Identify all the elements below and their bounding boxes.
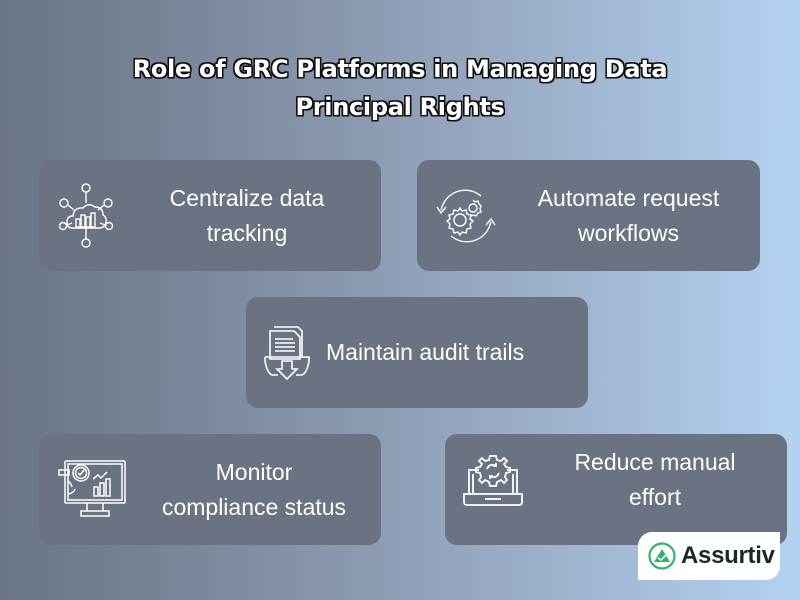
card-maintain-audit-trails: Maintain audit trails (246, 297, 588, 408)
title-line-2: Principal Rights (295, 93, 505, 121)
brand-name: Assurtiv (681, 542, 775, 569)
card-label: Centralize data tracking (113, 181, 381, 251)
document-download-icon (264, 323, 314, 383)
label-line-2: compliance status (161, 493, 347, 520)
title-line-1: Role of GRC Platforms in Managing Data (132, 55, 668, 83)
label-line-2: effort (629, 483, 681, 510)
label-line-1: Maintain audit trails (326, 339, 525, 365)
assurtiv-logo-icon (648, 542, 676, 570)
label-line-1: Automate request (537, 184, 720, 211)
label-line-1: Reduce manual (574, 448, 736, 475)
card-automate-request-workflows: Automate request workflows (417, 160, 760, 271)
card-centralize-data-tracking: Centralize data tracking (39, 160, 381, 271)
card-label: Maintain audit trails (314, 335, 588, 370)
label-line-2: tracking (206, 219, 288, 246)
card-label: Monitor compliance status (127, 455, 381, 525)
label-line-2: workflows (578, 219, 679, 246)
page-title: Role of GRC Platforms in Managing Data P… (0, 50, 800, 126)
card-label: Reduce manual effort (523, 445, 787, 535)
monitor-analytics-icon (57, 459, 127, 521)
card-monitor-compliance-status: Monitor compliance status (39, 434, 381, 545)
brand-logo: Assurtiv (638, 532, 780, 580)
laptop-gear-icon (463, 452, 523, 528)
gears-cycle-icon (435, 188, 497, 244)
label-line-1: Monitor (215, 458, 293, 485)
label-line-1: Centralize data (169, 184, 325, 211)
card-reduce-manual-effort: Reduce manual effort (445, 434, 787, 545)
cloud-network-icon (59, 182, 113, 249)
card-label: Automate request workflows (497, 181, 760, 251)
